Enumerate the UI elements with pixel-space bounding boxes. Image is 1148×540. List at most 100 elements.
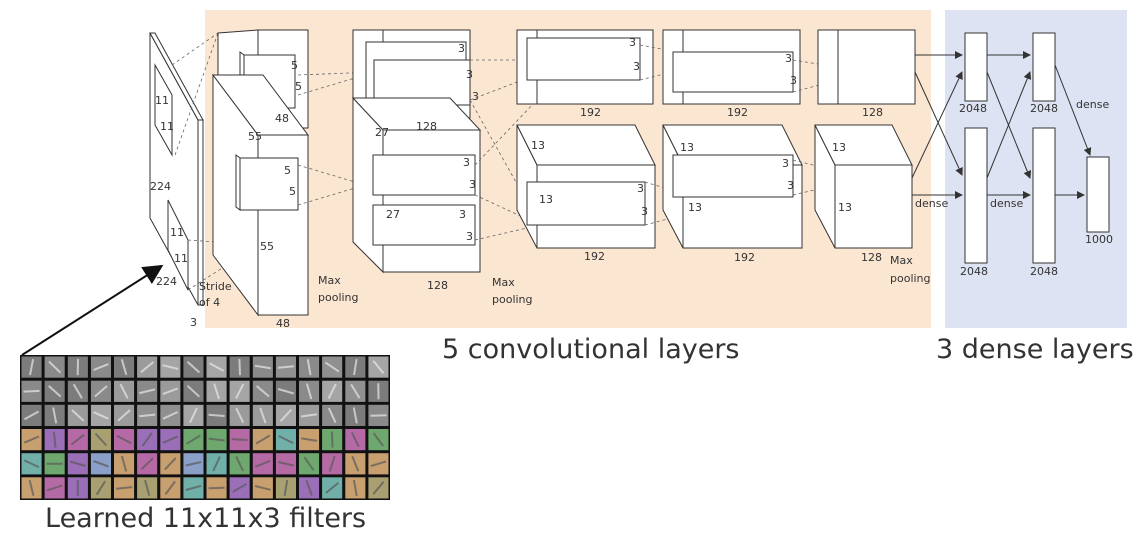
filter-stripe xyxy=(352,479,358,496)
conv3-k4: 3 xyxy=(641,205,648,218)
filter-stripe xyxy=(327,407,337,424)
filter-stripe xyxy=(279,408,293,422)
conv3-depth-bottom: 192 xyxy=(584,250,605,263)
filter-stripe xyxy=(235,407,245,424)
filter-stripe xyxy=(23,435,40,444)
filter-stripe xyxy=(95,480,107,496)
conv3-depth-top: 192 xyxy=(580,106,601,119)
conv1-top-depth: 48 xyxy=(275,112,289,125)
input-width-label: 224 xyxy=(156,275,177,288)
filter-stripe xyxy=(93,460,109,468)
filter-stripe xyxy=(139,413,156,418)
filter-stripe xyxy=(120,455,128,472)
output-size: 1000 xyxy=(1085,233,1113,246)
filter-stripe xyxy=(235,456,245,472)
input-kernel-d: 11 xyxy=(174,252,188,265)
conv4-depth-top: 192 xyxy=(727,106,748,119)
input-height-label: 224 xyxy=(150,180,171,193)
filter-stripe xyxy=(71,409,85,422)
filter-stripe xyxy=(370,460,387,468)
filter-stripe xyxy=(327,383,337,399)
dense-layers xyxy=(911,32,1110,264)
filter-stripe xyxy=(24,410,40,421)
filter-stripe xyxy=(162,435,179,444)
filter-stripe xyxy=(140,361,155,373)
filter-stripe xyxy=(93,411,109,420)
conv3-size-b: 13 xyxy=(539,193,553,206)
conv5-depth-top: 128 xyxy=(862,106,883,119)
filter-stripe xyxy=(93,363,109,372)
filter-stripe xyxy=(255,434,271,445)
conv3-k1: 3 xyxy=(629,36,636,49)
conv2-depth: 128 xyxy=(427,279,448,292)
stride-label-line2: of 4 xyxy=(199,296,220,309)
conv1-depth: 48 xyxy=(276,317,290,330)
filter-stripe xyxy=(213,383,220,400)
conv2-volume xyxy=(351,29,482,274)
filter-stripe xyxy=(351,455,360,472)
filter-stripe xyxy=(94,385,108,398)
filter-stripe xyxy=(259,407,267,424)
filter-stripe xyxy=(185,484,202,491)
filter-stripe xyxy=(48,385,62,398)
fc2-bottom-size: 2048 xyxy=(1030,265,1058,278)
input-depth-label: 3 xyxy=(190,316,197,329)
pool1-label-l1: Max xyxy=(318,274,341,287)
conv2-k7: 3 xyxy=(466,230,473,243)
filter-stripe xyxy=(208,437,225,442)
conv1-k3: 5 xyxy=(284,164,291,177)
filter-stripe xyxy=(372,481,385,495)
filters-caption: Learned 11x11x3 filters xyxy=(45,503,366,534)
filter-stripe xyxy=(164,457,177,471)
conv2-size: 27 xyxy=(375,126,389,139)
filter-stripe xyxy=(306,359,312,376)
pool3-label-l1: Max xyxy=(890,254,913,267)
filter-stripe xyxy=(52,407,58,424)
filter-stripe xyxy=(325,482,340,494)
filter-stripe xyxy=(305,479,313,496)
filter-stripe xyxy=(162,411,179,420)
filter-stripe xyxy=(305,383,313,400)
filter-stripe xyxy=(372,360,385,374)
fc1-top-size: 2048 xyxy=(959,102,987,115)
conv2-k3: 3 xyxy=(472,90,479,103)
filter-stripe xyxy=(254,459,271,468)
filter-stripe xyxy=(277,388,294,395)
pool2-label-l1: Max xyxy=(492,276,515,289)
pool2-label-l2: pooling xyxy=(492,293,533,306)
filter-stripe xyxy=(330,431,334,448)
filter-stripe xyxy=(186,385,201,398)
filter-stripe xyxy=(141,432,153,447)
filter-stripe xyxy=(350,383,361,399)
filter-stripe xyxy=(370,414,387,417)
filter-stripe xyxy=(116,434,132,445)
conv5-size-b: 13 xyxy=(838,201,852,214)
conv4-k3: 3 xyxy=(782,157,789,170)
filter-stripe xyxy=(277,461,295,467)
conv3-size-a: 13 xyxy=(531,139,545,152)
filters-arrow xyxy=(21,264,164,356)
conv3-k3: 3 xyxy=(637,182,644,195)
filter-stripe xyxy=(72,383,83,399)
learned-filters-grid xyxy=(20,355,390,500)
filter-stripe xyxy=(324,361,340,373)
conv5-depth-bottom: 128 xyxy=(861,251,882,264)
filter-stripe xyxy=(352,407,358,424)
filter-stripe xyxy=(256,385,270,398)
filter-stripe xyxy=(28,479,35,496)
conv1-k2: 5 xyxy=(295,80,302,93)
filter-stripe xyxy=(300,413,318,418)
filter-stripe xyxy=(209,362,225,372)
conv-section-label: 5 convolutional layers xyxy=(442,334,740,365)
filter-stripe xyxy=(117,409,131,422)
conv1-k1: 5 xyxy=(291,59,298,72)
filter-stripe xyxy=(231,438,248,442)
input-kernel-a: 11 xyxy=(155,94,169,107)
conv5-size-a: 13 xyxy=(832,141,846,154)
filter-stripe xyxy=(70,433,85,446)
filter-stripe xyxy=(164,480,176,495)
filter-stripe xyxy=(303,456,315,471)
filter-stripe xyxy=(48,360,62,374)
filter-stripe xyxy=(300,437,318,442)
